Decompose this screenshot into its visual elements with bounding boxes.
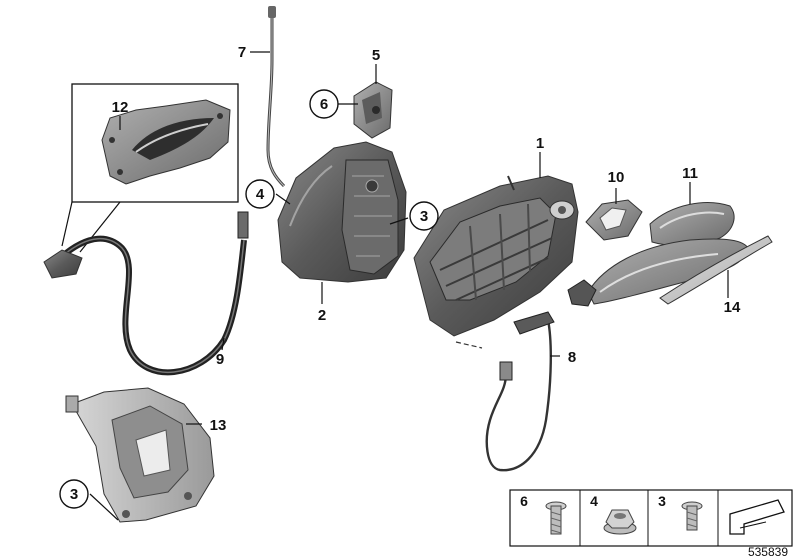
- leader-lines: [89, 51, 729, 521]
- part-5-bracket: [353, 81, 393, 139]
- part-10-gasket: [585, 199, 643, 241]
- callout-3b-circle: [59, 479, 89, 509]
- callout-10: 10: [608, 169, 625, 186]
- callout-1: 1: [536, 135, 544, 152]
- document-id: 535839: [748, 545, 788, 559]
- flange-nut-icon: [603, 509, 637, 535]
- callout-2: 2: [318, 307, 326, 324]
- installation-direction-arrow-icon: [729, 499, 785, 535]
- part-13-bracket: [65, 387, 215, 523]
- callout-3b: 3: [70, 486, 78, 503]
- outer-handle: [567, 238, 749, 307]
- part-1-handle-carrier: [413, 175, 579, 337]
- callout-7: 7: [238, 44, 246, 61]
- callout-5: 5: [372, 47, 380, 64]
- callout-3-circle: [409, 201, 439, 231]
- part-8-bowden-cable: [455, 311, 555, 472]
- screw-icon: [681, 501, 703, 531]
- callout-3: 3: [420, 208, 428, 225]
- legend-4: 4: [590, 493, 598, 509]
- callout-6-circle: [309, 89, 339, 119]
- screw-icon: [545, 501, 567, 535]
- part-12-inner-handle: [61, 83, 239, 253]
- callout-11: 11: [682, 165, 698, 182]
- fastener-legend: 6 4 3: [509, 489, 793, 547]
- legend-3: 3: [658, 493, 666, 509]
- callout-12: 12: [112, 99, 129, 116]
- legend-6: 6: [520, 493, 528, 509]
- callout-9: 9: [216, 351, 224, 368]
- part-2-door-lock: [277, 141, 407, 283]
- callout-13: 13: [210, 417, 227, 434]
- detail-frame: [71, 83, 239, 203]
- part-7-lock-rod: [266, 6, 286, 188]
- part-14-trim-strip: [659, 235, 773, 305]
- callout-14: 14: [724, 299, 741, 316]
- part-9-bowden-cable: [43, 211, 249, 376]
- callout-4-circle: [245, 179, 275, 209]
- callout-4: 4: [256, 186, 265, 203]
- callout-8: 8: [568, 349, 576, 366]
- callout-6: 6: [320, 96, 328, 113]
